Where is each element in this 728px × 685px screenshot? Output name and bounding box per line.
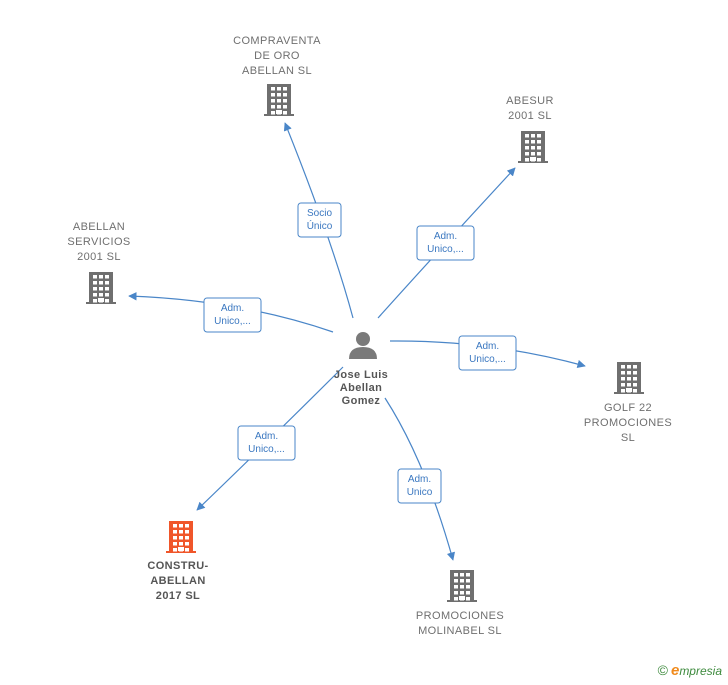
node-label-line: MOLINABEL SL: [418, 625, 502, 637]
node-label-line: GOLF 22: [604, 402, 652, 414]
edge-label-text: Adm.: [221, 303, 244, 314]
person-icon: [349, 332, 377, 359]
edge-label-abesur[interactable]: Adm. Unico,...: [416, 225, 475, 261]
node-label-line: ABELLAN: [150, 575, 205, 587]
building-icon: [166, 521, 196, 553]
node-label-line: ABESUR: [506, 95, 554, 107]
copyright-symbol: ©: [657, 662, 668, 678]
brand-watermark: ©empresia: [658, 662, 722, 679]
node-label-line: PROMOCIONES: [584, 417, 672, 429]
edge-label-text: Adm.: [255, 431, 278, 442]
building-icon: [86, 272, 116, 304]
company-node-constru[interactable]: CONSTRU- ABELLAN 2017 SL: [147, 521, 208, 602]
company-node-molinabel[interactable]: PROMOCIONES MOLINABEL SL: [416, 570, 504, 637]
node-label-line: PROMOCIONES: [416, 610, 504, 622]
company-name-label: PROMOCIONES MOLINABEL SL: [416, 610, 504, 637]
company-name-label: ABESUR 2001 SL: [506, 95, 554, 122]
edge-label-text: Adm.: [434, 231, 457, 242]
edge-label-text: Adm.: [408, 474, 431, 485]
node-label-line: ABELLAN: [73, 221, 125, 233]
company-name-label: GOLF 22 PROMOCIONES SL: [584, 402, 672, 444]
edge-label-servicios[interactable]: Adm. Unico,...: [203, 297, 262, 333]
edge-label-box: [203, 297, 262, 333]
edge-abesur: Adm. Unico,...: [377, 167, 516, 319]
edge-label-text: Unico,...: [214, 316, 251, 327]
edge-label-box: [416, 225, 475, 261]
node-label-line: Jose Luis: [334, 369, 388, 381]
node-label-line: COMPRAVENTA: [233, 35, 321, 47]
edge-label-text: Unico,...: [469, 354, 506, 365]
edge-golf: Adm. Unico,...: [389, 335, 586, 371]
edge-label-constru[interactable]: Adm. Unico,...: [237, 425, 296, 461]
company-node-golf[interactable]: GOLF 22 PROMOCIONES SL: [584, 362, 672, 444]
building-icon: [614, 362, 644, 394]
node-label-line: Gomez: [342, 395, 381, 407]
building-icon: [264, 84, 294, 116]
edge-label-text: Único: [307, 219, 333, 232]
edge-constru: Adm. Unico,...: [196, 366, 344, 511]
node-label-line: DE ORO: [254, 50, 300, 62]
node-label-line: 2001 SL: [77, 251, 121, 263]
node-label-line: CONSTRU-: [147, 560, 208, 572]
edge-label-box: [237, 425, 296, 461]
edge-label-box: [458, 335, 517, 371]
edge-label-text: Unico: [407, 487, 433, 498]
edge-label-text: Socio: [307, 208, 332, 219]
company-name-label: ABELLAN SERVICIOS 2001 SL: [67, 221, 130, 263]
edge-label-text: Unico,...: [427, 244, 464, 255]
company-node-servicios[interactable]: ABELLAN SERVICIOS 2001 SL: [67, 221, 130, 304]
edge-label-box: [297, 202, 342, 238]
node-label-line: SERVICIOS: [67, 236, 130, 248]
building-icon: [518, 131, 548, 163]
edge-servicios: Adm. Unico,...: [128, 292, 334, 333]
brand-logo-initial: e: [670, 662, 680, 679]
node-label-line: ABELLAN SL: [242, 65, 312, 77]
company-name-label: COMPRAVENTA DE ORO ABELLAN SL: [233, 35, 321, 77]
brand-logo-text: mpresia: [679, 664, 722, 678]
node-label-line: Abellan: [340, 382, 383, 394]
node-label-line: 2017 SL: [156, 590, 200, 602]
company-node-compraventa[interactable]: COMPRAVENTA DE ORO ABELLAN SL: [233, 35, 321, 116]
company-node-abesur[interactable]: ABESUR 2001 SL: [506, 95, 554, 163]
edge-label-golf[interactable]: Adm. Unico,...: [458, 335, 517, 371]
edge-label-text: Adm.: [476, 341, 499, 352]
node-label-line: 2001 SL: [508, 110, 552, 122]
node-label-line: SL: [621, 432, 635, 444]
edge-label-text: Unico,...: [248, 444, 285, 455]
edge-molinabel: Adm. Unico: [384, 397, 456, 561]
edge-label-molinabel[interactable]: Adm. Unico: [397, 468, 442, 504]
edge-label-box: [397, 468, 442, 504]
company-name-label: CONSTRU- ABELLAN 2017 SL: [147, 560, 208, 602]
building-icon: [447, 570, 477, 602]
